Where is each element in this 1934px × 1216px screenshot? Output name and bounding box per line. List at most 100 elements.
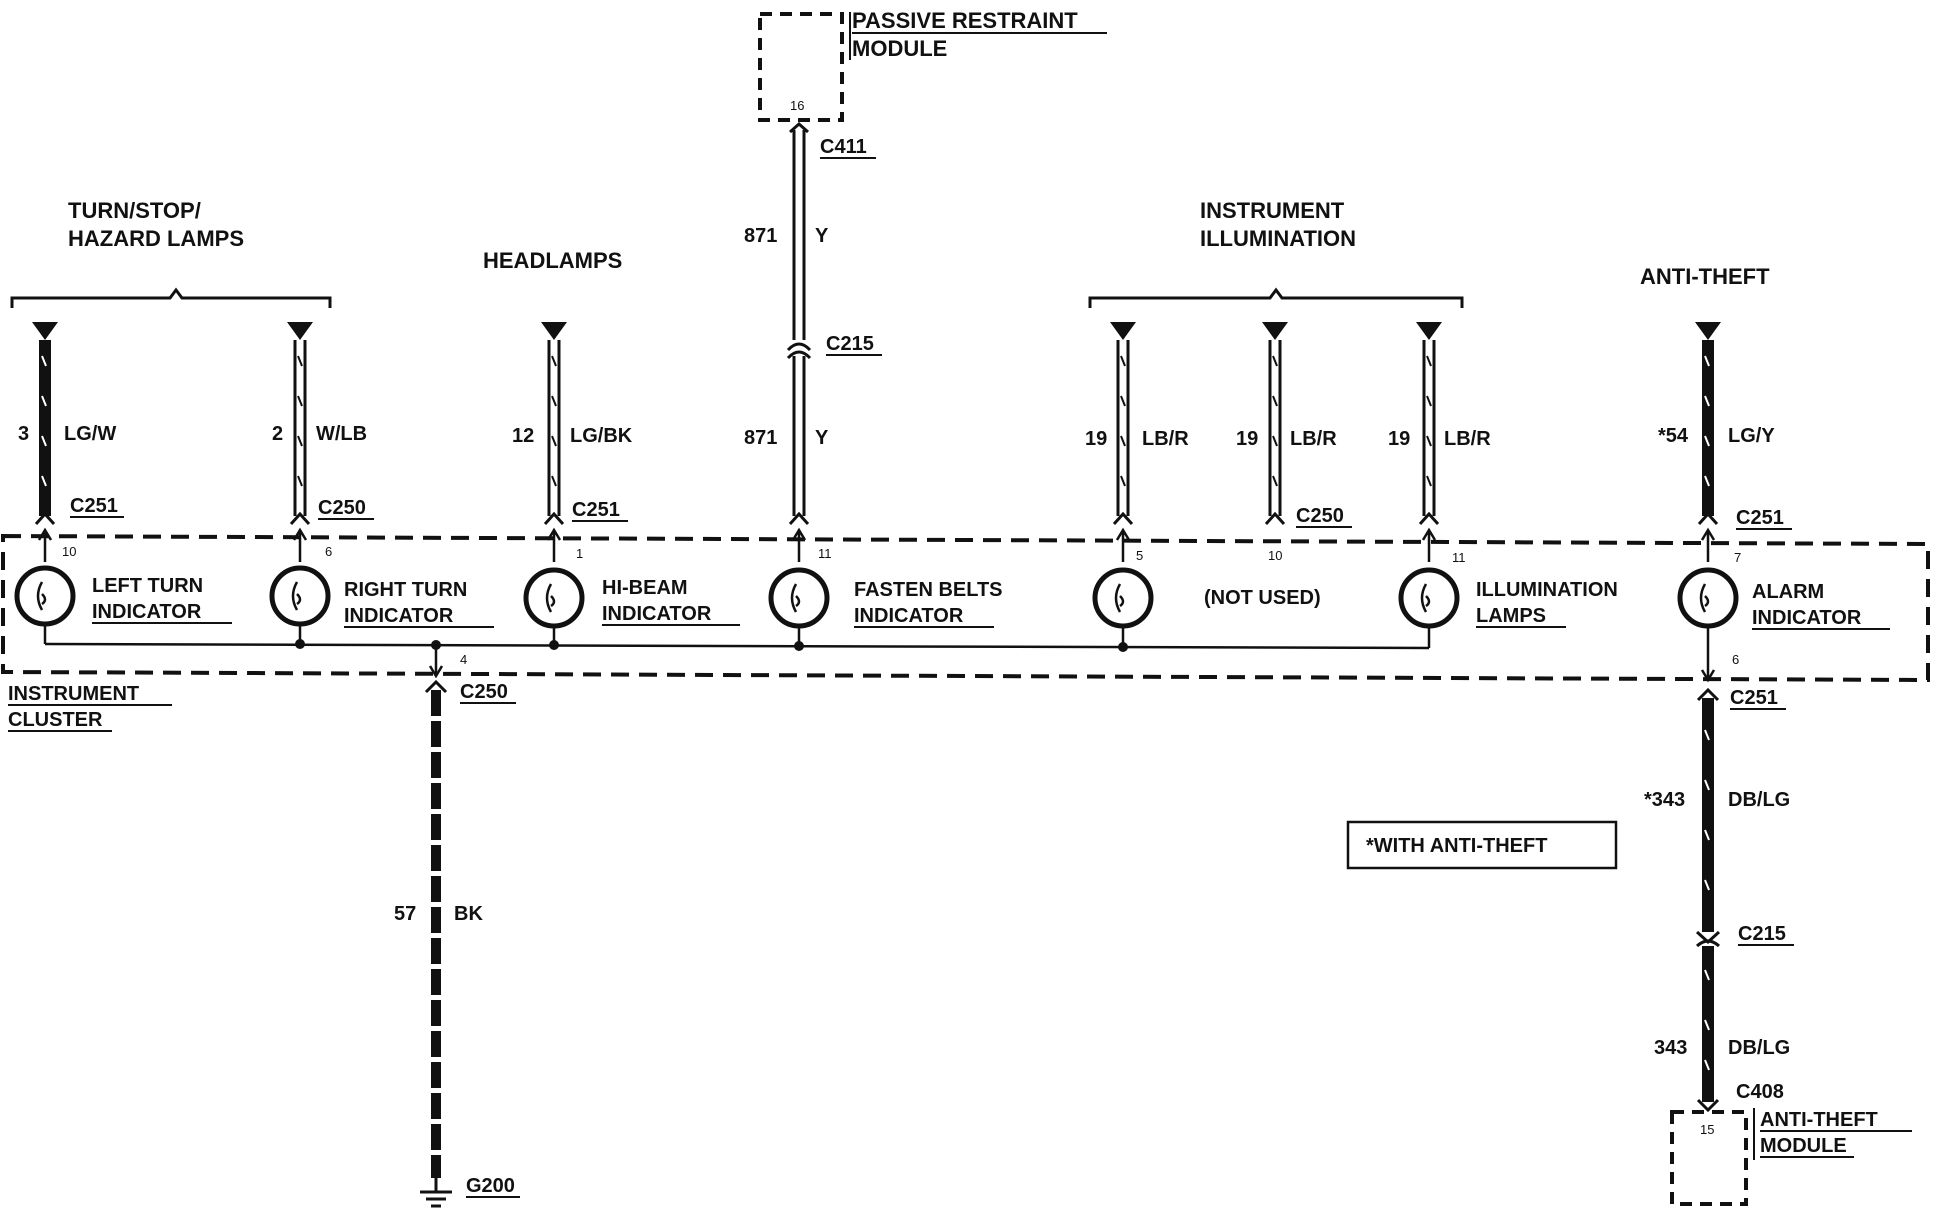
wire-871-lower-circuit: 871 (744, 427, 777, 449)
connector-c250-ground: C250 (460, 681, 508, 703)
alarm-out-pin: 6 (1732, 652, 1739, 667)
lamp-feed-arrows (37, 527, 1716, 562)
source-arrows (32, 322, 1721, 340)
connector-c215-bottom: C215 (1738, 923, 1786, 945)
hi-beam-lamp-icon (523, 567, 585, 629)
wire-19-c-circuit: 19 (1388, 428, 1410, 450)
atm-pin: 15 (1700, 1122, 1714, 1137)
illumination-label-line2: LAMPS (1476, 605, 1546, 627)
fasten-belts-lamp-icon (768, 567, 830, 629)
alarm-output (1700, 624, 1716, 683)
wire-2 (293, 340, 307, 516)
wire-871 (786, 121, 812, 516)
left-turn-label-line1: LEFT TURN (92, 575, 203, 597)
connector-c250-a: C250 (318, 497, 366, 519)
fasten-belts-pin: 11 (818, 546, 832, 561)
wire-2-circuit: 2 (272, 423, 283, 445)
prm-pin: 16 (790, 98, 804, 113)
wire-19-a (1116, 340, 1130, 516)
wire-871-circuit: 871 (744, 225, 777, 247)
cluster-title-line1: INSTRUMENT (8, 683, 139, 705)
right-turn-pin: 6 (325, 544, 332, 559)
group-headlamps: HEADLAMPS (483, 248, 622, 273)
hi-beam-pin: 1 (576, 546, 583, 561)
left-turn-label-line2: INDICATOR (92, 601, 202, 623)
instrument-cluster-box (0, 533, 1930, 683)
lamps (14, 565, 1739, 629)
illumination-pin: 11 (1452, 550, 1466, 565)
ground-symbol-icon (420, 1178, 452, 1208)
fasten-belts-label-line2: INDICATOR (854, 605, 964, 627)
not-used-pin: 5 (1136, 548, 1143, 563)
ground-pin: 4 (460, 652, 467, 667)
atm-title-line2: MODULE (1760, 1135, 1847, 1157)
alarm-label-line1: ALARM (1752, 581, 1824, 603)
connector-c411: C411 (820, 136, 867, 158)
connector-c251-b: C251 (572, 499, 620, 521)
ground-g200: G200 (466, 1175, 515, 1197)
wire-19-a-circuit: 19 (1085, 428, 1107, 450)
not-used-label: (NOT USED) (1204, 587, 1321, 609)
wire-19-a-color: LB/R (1142, 428, 1189, 450)
illum-brace (1088, 287, 1464, 308)
connector-c251-d: C251 (1730, 687, 1778, 709)
bus-junction-dots (295, 639, 1128, 652)
wire-12-color: LG/BK (570, 425, 633, 447)
wire-57-color: BK (454, 903, 483, 925)
wire-57 (424, 679, 448, 1178)
wire-19-b (1268, 340, 1282, 516)
illumination-lamp-icon (1398, 567, 1460, 629)
prm-title-line2: MODULE (852, 36, 947, 61)
left-turn-pin: 10 (62, 544, 76, 559)
wire-343-color: DB/LG (1728, 789, 1790, 811)
wire-343-lower-circuit: 343 (1654, 1037, 1687, 1059)
fasten-belts-label-line1: FASTEN BELTS (854, 579, 1003, 601)
wire-12-circuit: 12 (512, 425, 534, 447)
prm-title-line1: PASSIVE RESTRAINT (852, 8, 1078, 33)
connector-c250-b: C250 (1296, 505, 1344, 527)
wire-343 (1695, 687, 1721, 1113)
wire-54-color: LG/Y (1728, 425, 1775, 447)
right-turn-label-line1: RIGHT TURN (344, 579, 467, 601)
group-turn-line2: HAZARD LAMPS (68, 226, 244, 251)
wire-2-color: W/LB (316, 423, 367, 445)
hi-beam-label-line1: HI-BEAM (602, 577, 688, 599)
wire-343-lower-color: DB/LG (1728, 1037, 1790, 1059)
wire-12 (547, 340, 561, 516)
wire-871-color: Y (815, 225, 829, 247)
turn-brace (10, 287, 332, 308)
cluster-title-line2: CLUSTER (8, 709, 103, 731)
connector-c215-top: C215 (826, 333, 874, 355)
note-text: *WITH ANTI-THEFT (1366, 835, 1547, 857)
passive-restraint-module: PASSIVE RESTRAINT MODULE 16 (758, 8, 1107, 122)
cluster-ground-bus (43, 624, 1431, 679)
wire-54 (1702, 340, 1714, 516)
wire-57-circuit: 57 (394, 903, 416, 925)
alarm-lamp-icon (1677, 567, 1739, 629)
atm-title-line1: ANTI-THEFT (1760, 1109, 1878, 1131)
wire-3 (39, 340, 51, 516)
wire-3-circuit: 3 (18, 423, 29, 445)
group-illum-line1: INSTRUMENT (1200, 198, 1345, 223)
wire-19-b-color: LB/R (1290, 428, 1337, 450)
connector-c251-a: C251 (70, 495, 118, 517)
hi-beam-label-line2: INDICATOR (602, 603, 712, 625)
left-turn-lamp-icon (14, 565, 76, 627)
wire-54-circuit: *54 (1658, 425, 1689, 447)
right-turn-label-line2: INDICATOR (344, 605, 454, 627)
connector-c408: C408 (1736, 1081, 1784, 1103)
wire-19-b-circuit: 19 (1236, 428, 1258, 450)
group-illum-line2: ILLUMINATION (1200, 226, 1356, 251)
not-used-lamp-icon (1092, 567, 1154, 629)
wire-871-lower-color: Y (815, 427, 829, 449)
anti-theft-note: *WITH ANTI-THEFT (1346, 820, 1618, 870)
c250-pin-10: 10 (1268, 548, 1282, 563)
alarm-pin: 7 (1734, 550, 1741, 565)
wire-19-c (1422, 340, 1436, 516)
wire-343-circuit: *343 (1644, 789, 1685, 811)
group-turn-line1: TURN/STOP/ (68, 198, 201, 223)
anti-theft-module: 15 ANTI-THEFT MODULE (1670, 1108, 1912, 1206)
right-turn-lamp-icon (269, 565, 331, 627)
illumination-label-line1: ILLUMINATION (1476, 579, 1618, 601)
